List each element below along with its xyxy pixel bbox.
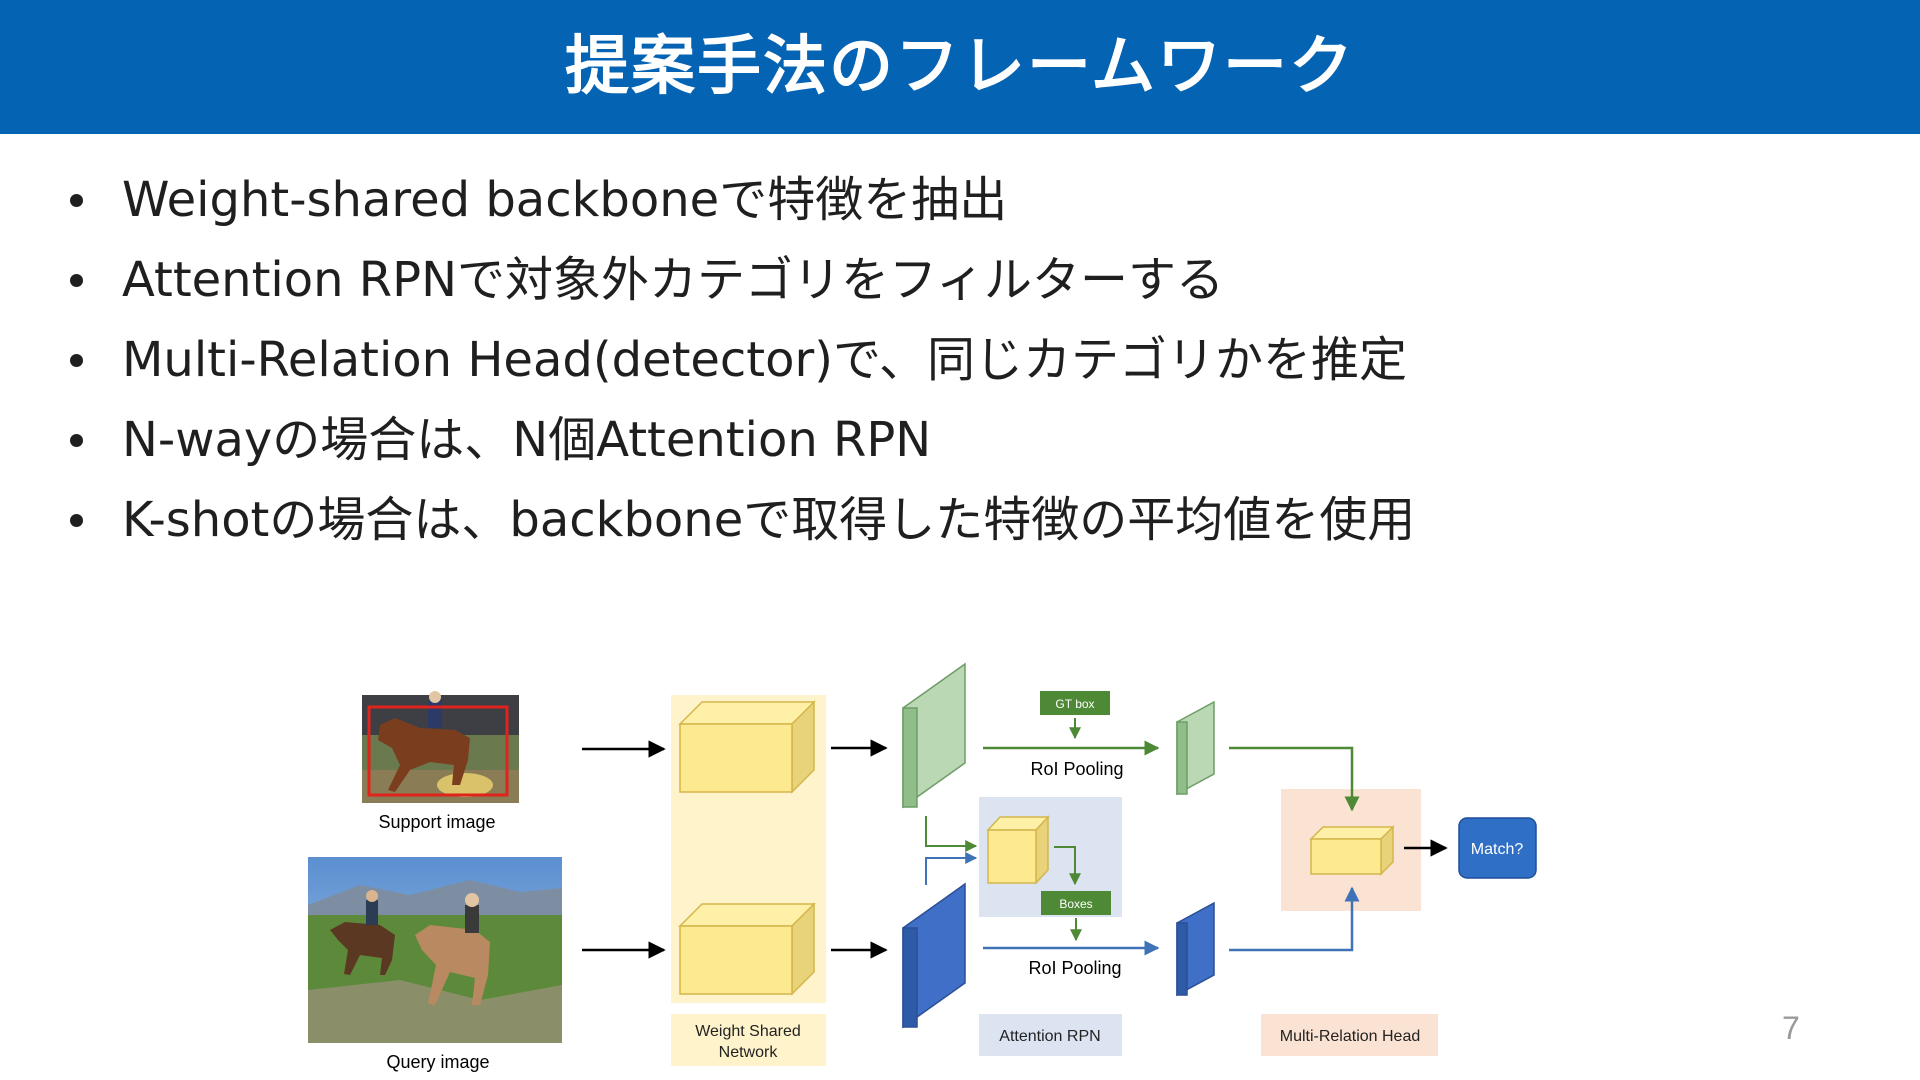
pooled-support-feature — [1176, 700, 1215, 796]
bullet-dot-icon — [70, 194, 83, 207]
backbone-cube-query — [678, 902, 816, 996]
bullet-list: Weight-shared backboneで特徴を抽出 Attention R… — [64, 160, 1415, 560]
support-image — [362, 691, 519, 803]
bullet-dot-icon — [70, 354, 83, 367]
multi-relation-head-label-box — [1261, 1014, 1438, 1056]
multi-relation-head-label: Multi-Relation Head — [1280, 1028, 1421, 1045]
bullet-text: N-wayの場合は、N個Attention RPN — [122, 412, 932, 468]
query-feature-map — [902, 882, 966, 1029]
support-to-head-arrow — [1229, 746, 1360, 812]
backbone-cube-support — [678, 700, 816, 794]
weight-shared-network-label-box — [671, 1014, 826, 1066]
bullet-dot-icon — [70, 434, 83, 447]
roi-pooling-top-label: RoI Pooling — [1030, 759, 1123, 779]
attention-to-boxes-arrow — [1054, 846, 1081, 886]
boxes-label: Boxes — [1059, 897, 1092, 911]
roi-pooling-bottom-label: RoI Pooling — [1028, 958, 1121, 978]
query-image-label: Query image — [386, 1052, 489, 1072]
match-box — [1458, 817, 1537, 879]
gt-box-tag — [1040, 691, 1110, 715]
support-to-attention-arrow — [925, 816, 978, 852]
support-image-label: Support image — [378, 812, 495, 832]
query-to-attention-arrow — [925, 852, 978, 885]
bullet-dot-icon — [70, 514, 83, 527]
bullet-item: Multi-Relation Head(detector)で、同じカテゴリかを推… — [64, 320, 1415, 400]
bullet-text: Multi-Relation Head(detector)で、同じカテゴリかを推… — [122, 332, 1408, 388]
attention-rpn-cube — [986, 815, 1050, 885]
weight-shared-network-label-line1: Weight Shared — [695, 1023, 801, 1040]
bullet-item: K-shotの場合は、backboneで取得した特徴の平均値を使用 — [64, 480, 1415, 560]
multi-relation-cube — [1309, 825, 1395, 876]
query-image — [308, 857, 562, 1043]
bullet-text: Attention RPNで対象外カテゴリをフィルターする — [122, 252, 1225, 308]
page-number: 7 — [1782, 1010, 1800, 1046]
query-to-head-arrow — [1229, 886, 1360, 952]
attention-rpn-label-box — [979, 1014, 1122, 1056]
weight-shared-network-label-line2: Network — [719, 1044, 779, 1061]
bullet-dot-icon — [70, 274, 83, 287]
bullet-text: K-shotの場合は、backboneで取得した特徴の平均値を使用 — [122, 492, 1416, 548]
bullet-item: Weight-shared backboneで特徴を抽出 — [64, 160, 1415, 240]
pooled-query-feature — [1176, 901, 1215, 997]
gt-box-label: GT box — [1055, 697, 1094, 711]
bullet-text: Weight-shared backboneで特徴を抽出 — [122, 172, 1008, 228]
title-bar: 提案手法のフレームワーク — [0, 0, 1920, 134]
bullet-item: Attention RPNで対象外カテゴリをフィルターする — [64, 240, 1415, 320]
attention-rpn-label: Attention RPN — [999, 1028, 1100, 1045]
support-feature-map — [902, 662, 966, 809]
match-label: Match? — [1471, 841, 1524, 858]
bullet-item: N-wayの場合は、N個Attention RPN — [64, 400, 1415, 480]
slide-title: 提案手法のフレームワーク — [564, 30, 1356, 104]
boxes-tag — [1041, 891, 1111, 915]
